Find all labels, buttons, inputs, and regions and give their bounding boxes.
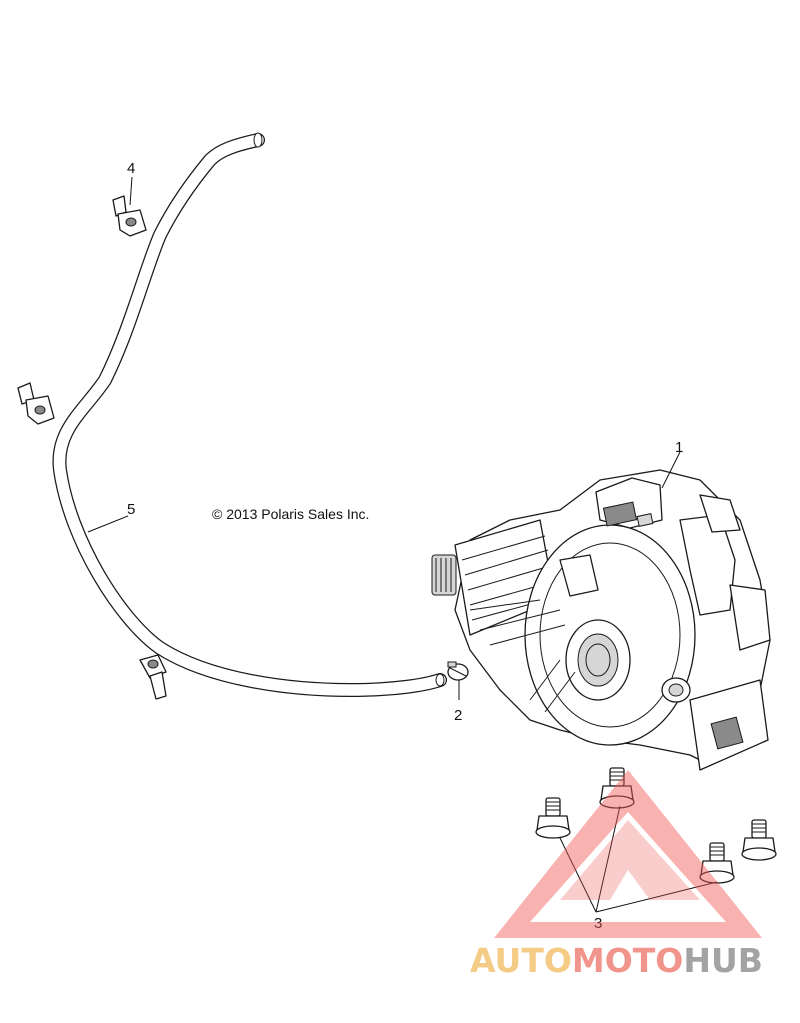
gearcase-assembly-icon	[431, 469, 771, 771]
leader-lines	[87, 176, 718, 913]
watermark-triangle-icon	[494, 770, 762, 938]
callout-4: 4	[127, 160, 135, 177]
watermark-logo	[494, 770, 762, 938]
callout-1: 1	[675, 439, 683, 456]
hose-retainer-clip-icon	[112, 195, 147, 237]
flange-bolt-icon	[699, 842, 735, 884]
flange-bolt-icon	[599, 767, 635, 809]
hose-retainer-clip-icon	[17, 382, 55, 425]
copyright-notice: © 2013 Polaris Sales Inc.	[212, 506, 369, 522]
callout-2: 2	[454, 707, 462, 724]
hose-clamp-icon	[447, 661, 469, 681]
watermark-text: AUTOMOTOHUB	[470, 941, 763, 980]
flange-bolt-icon	[741, 819, 777, 861]
callout-3: 3	[594, 915, 602, 932]
vent-hose-icon	[52, 132, 447, 697]
flange-bolt-icon	[535, 797, 571, 839]
callout-5: 5	[127, 501, 135, 518]
hose-retainer-clip-icon	[139, 654, 167, 700]
